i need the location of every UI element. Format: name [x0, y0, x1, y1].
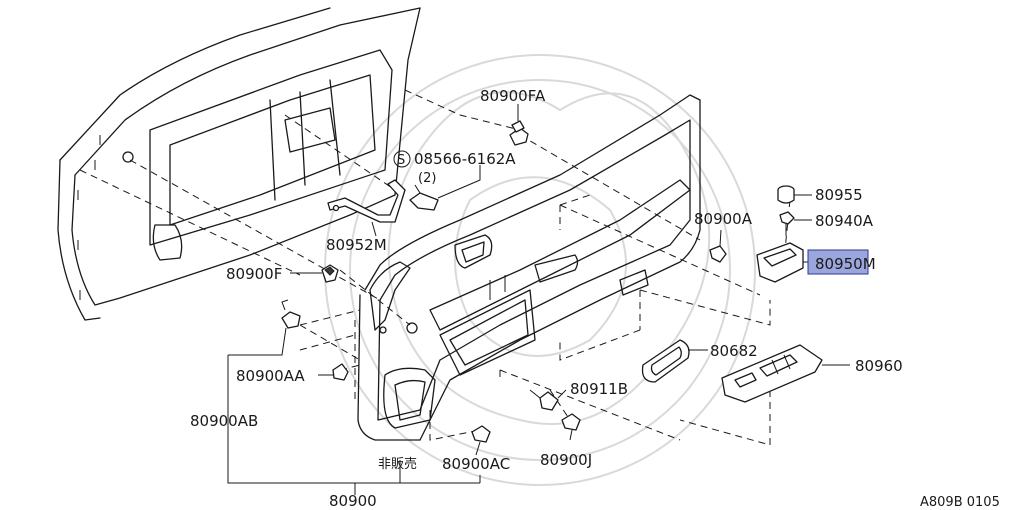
clip-80900AB[interactable] — [281, 299, 301, 329]
label-80955[interactable]: 80955 — [815, 186, 863, 204]
label-80900[interactable]: 80900 — [329, 492, 377, 510]
label-80900F[interactable]: 80900F — [226, 265, 282, 283]
clip-80900AC[interactable] — [471, 425, 491, 443]
clip-80900A[interactable] — [709, 245, 727, 263]
screw-symbol: S — [397, 153, 405, 168]
clip-80900F[interactable] — [321, 264, 339, 283]
label-80900AA[interactable]: 80900AA — [236, 367, 305, 385]
label-80950M[interactable]: 80950M — [815, 255, 876, 273]
clip-80900AA[interactable] — [332, 363, 349, 381]
label-80900AB[interactable]: 80900AB — [190, 412, 258, 430]
label-leaders — [227, 104, 850, 495]
dashed-leaders — [79, 89, 791, 446]
part-labels: 80900FA S 08566-6162A (2) 80955 80940A 8… — [190, 87, 1000, 510]
screw-80940A[interactable] — [779, 211, 795, 236]
clip-80900FA[interactable] — [509, 120, 529, 146]
label-not-for-sale: 非販売 — [378, 456, 417, 472]
door-shell — [57, 7, 421, 321]
window-switch-80960[interactable] — [721, 344, 823, 403]
label-08566-6162A[interactable]: 08566-6162A — [414, 150, 516, 168]
label-80940A[interactable]: 80940A — [815, 212, 874, 230]
label-80900FA[interactable]: 80900FA — [480, 87, 546, 105]
escutcheon-80682[interactable] — [641, 339, 690, 383]
label-80900AC[interactable]: 80900AC — [442, 455, 510, 473]
screw-symbol-circle — [393, 150, 411, 168]
label-80682[interactable]: 80682 — [710, 342, 758, 360]
screw-08566[interactable] — [409, 184, 439, 211]
diagram-code: A809B 0105 — [920, 495, 1000, 510]
label-80911B[interactable]: 80911B — [570, 380, 628, 398]
label-80900A[interactable]: 80900A — [694, 210, 753, 228]
highlight-80950M — [807, 249, 869, 275]
cap-80955[interactable] — [777, 185, 795, 204]
label-80900J[interactable]: 80900J — [540, 451, 592, 469]
watermark-emblem — [324, 54, 756, 486]
screw-80911B[interactable] — [529, 389, 559, 411]
door-trim-panel — [357, 94, 701, 441]
label-80960[interactable]: 80960 — [855, 357, 903, 375]
clip-80900J[interactable] — [561, 413, 581, 431]
bracket-80952M[interactable] — [327, 179, 406, 223]
label-80952M[interactable]: 80952M — [326, 236, 387, 254]
label-08566-qty: (2) — [418, 171, 436, 186]
pull-cup-80950M[interactable] — [756, 242, 804, 283]
